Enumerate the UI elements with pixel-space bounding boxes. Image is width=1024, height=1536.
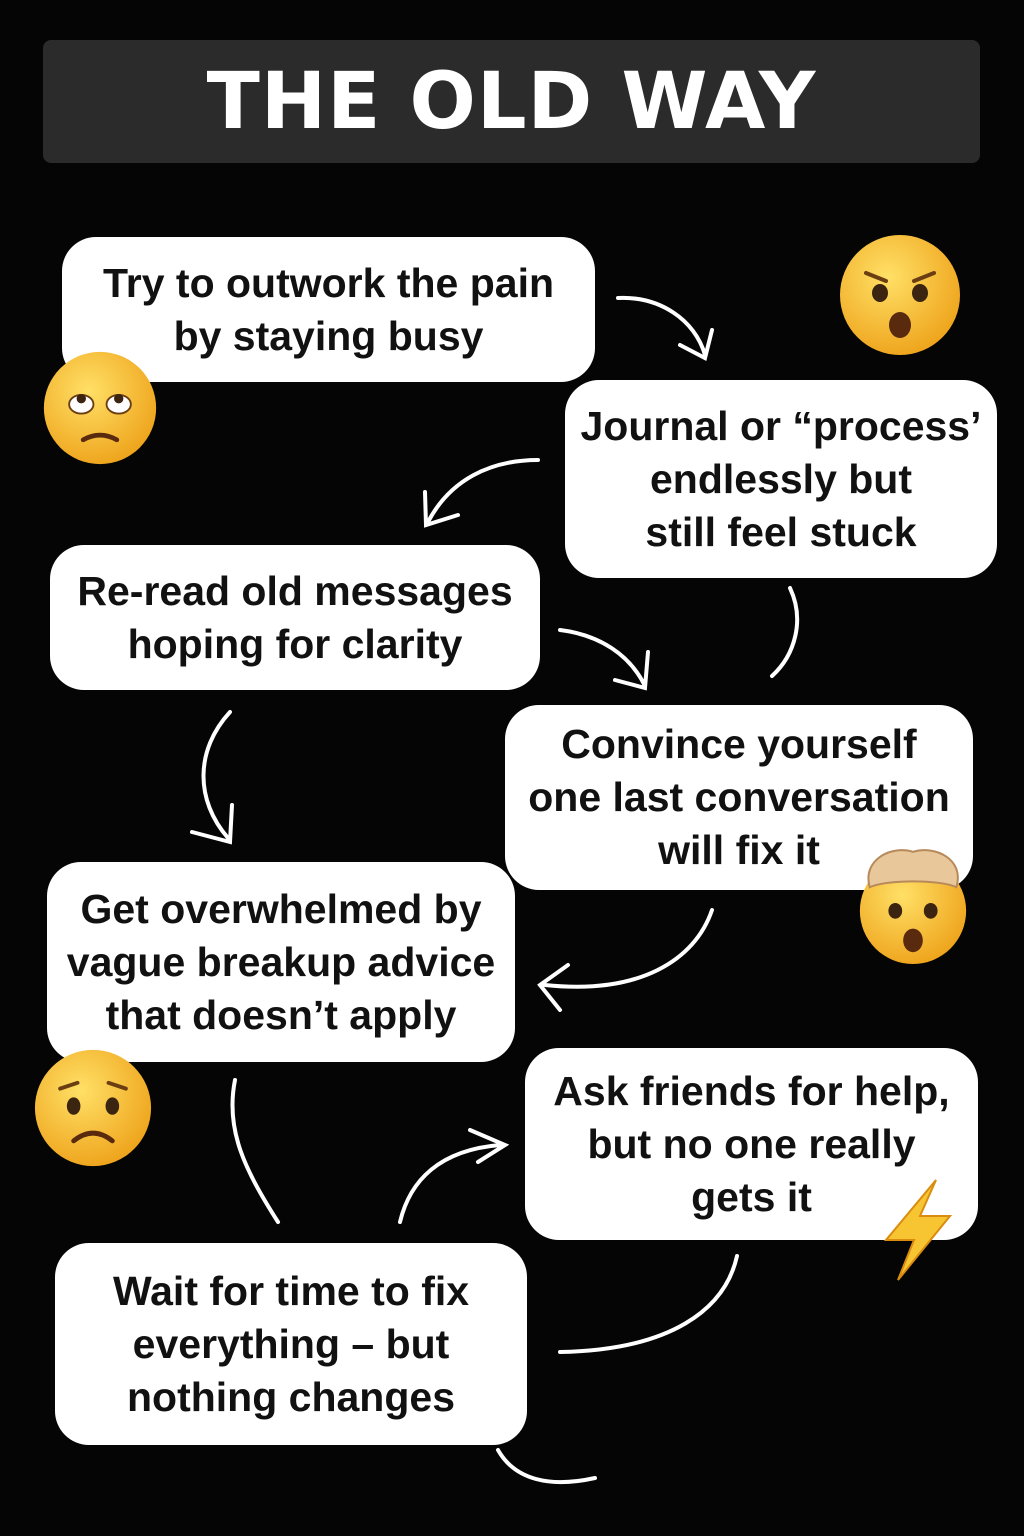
step-text: by staying busy (173, 312, 484, 359)
arrow-3-4 (558, 628, 650, 691)
arrow-4-5 (537, 908, 714, 1012)
arrow-3-5 (190, 710, 234, 845)
arrow-2-3 (423, 458, 540, 528)
step-text: Convince yourself (561, 721, 917, 767)
step-text: hoping for clarity (127, 620, 463, 667)
step-text: everything – but (132, 1320, 450, 1367)
title-banner: THE OLD WAY (43, 40, 980, 163)
page-title: THE OLD WAY (206, 56, 817, 147)
step-bubble-6: Ask friends for help, but no one really … (525, 1048, 978, 1240)
step-text: Re-read old messages (77, 567, 513, 614)
step-text: still feel stuck (645, 508, 917, 555)
arrow-7-out (496, 1448, 597, 1485)
eye-roll-face-icon (43, 351, 157, 465)
arrow-6-out (558, 1254, 739, 1354)
arrow-2-4 (770, 586, 800, 678)
lightning-bolt-icon (883, 1179, 953, 1281)
arrow-1-2 (616, 295, 714, 361)
step-text: but no one really (587, 1120, 916, 1167)
step-text: Ask friends for help, (553, 1067, 950, 1114)
step-text: one last conversation (528, 774, 950, 820)
step-text: nothing changes (127, 1373, 455, 1420)
step-text: that doesn’t apply (105, 991, 457, 1038)
step-bubble-2: Journal or “process’ endlessly but still… (565, 380, 997, 578)
arrow-7-6 (398, 1128, 510, 1224)
exploding-head-icon (859, 849, 967, 964)
step-bubble-5: Get overwhelmed by vague breakup advice … (47, 862, 515, 1062)
step-bubble-1: Try to outwork the pain by staying busy (62, 237, 595, 382)
step-bubble-4: Convince yourself one last conversation … (505, 705, 973, 890)
step-text: Try to outwork the pain (102, 259, 555, 306)
step-text: Journal or “process’ (580, 402, 982, 449)
anguished-face-icon (840, 235, 960, 355)
arrow-5-7 (230, 1078, 280, 1224)
step-text: endlessly but (649, 455, 912, 502)
step-text: gets it (691, 1173, 812, 1220)
step-text: Wait for time to fix (112, 1267, 470, 1314)
step-text: vague breakup advice (66, 938, 496, 985)
worried-face-icon (34, 1049, 152, 1167)
step-text: Get overwhelmed by (80, 885, 482, 932)
step-text: will fix it (658, 827, 820, 873)
step-bubble-7: Wait for time to fix everything – but no… (55, 1243, 527, 1445)
step-bubble-3: Re-read old messages hoping for clarity (50, 545, 540, 690)
